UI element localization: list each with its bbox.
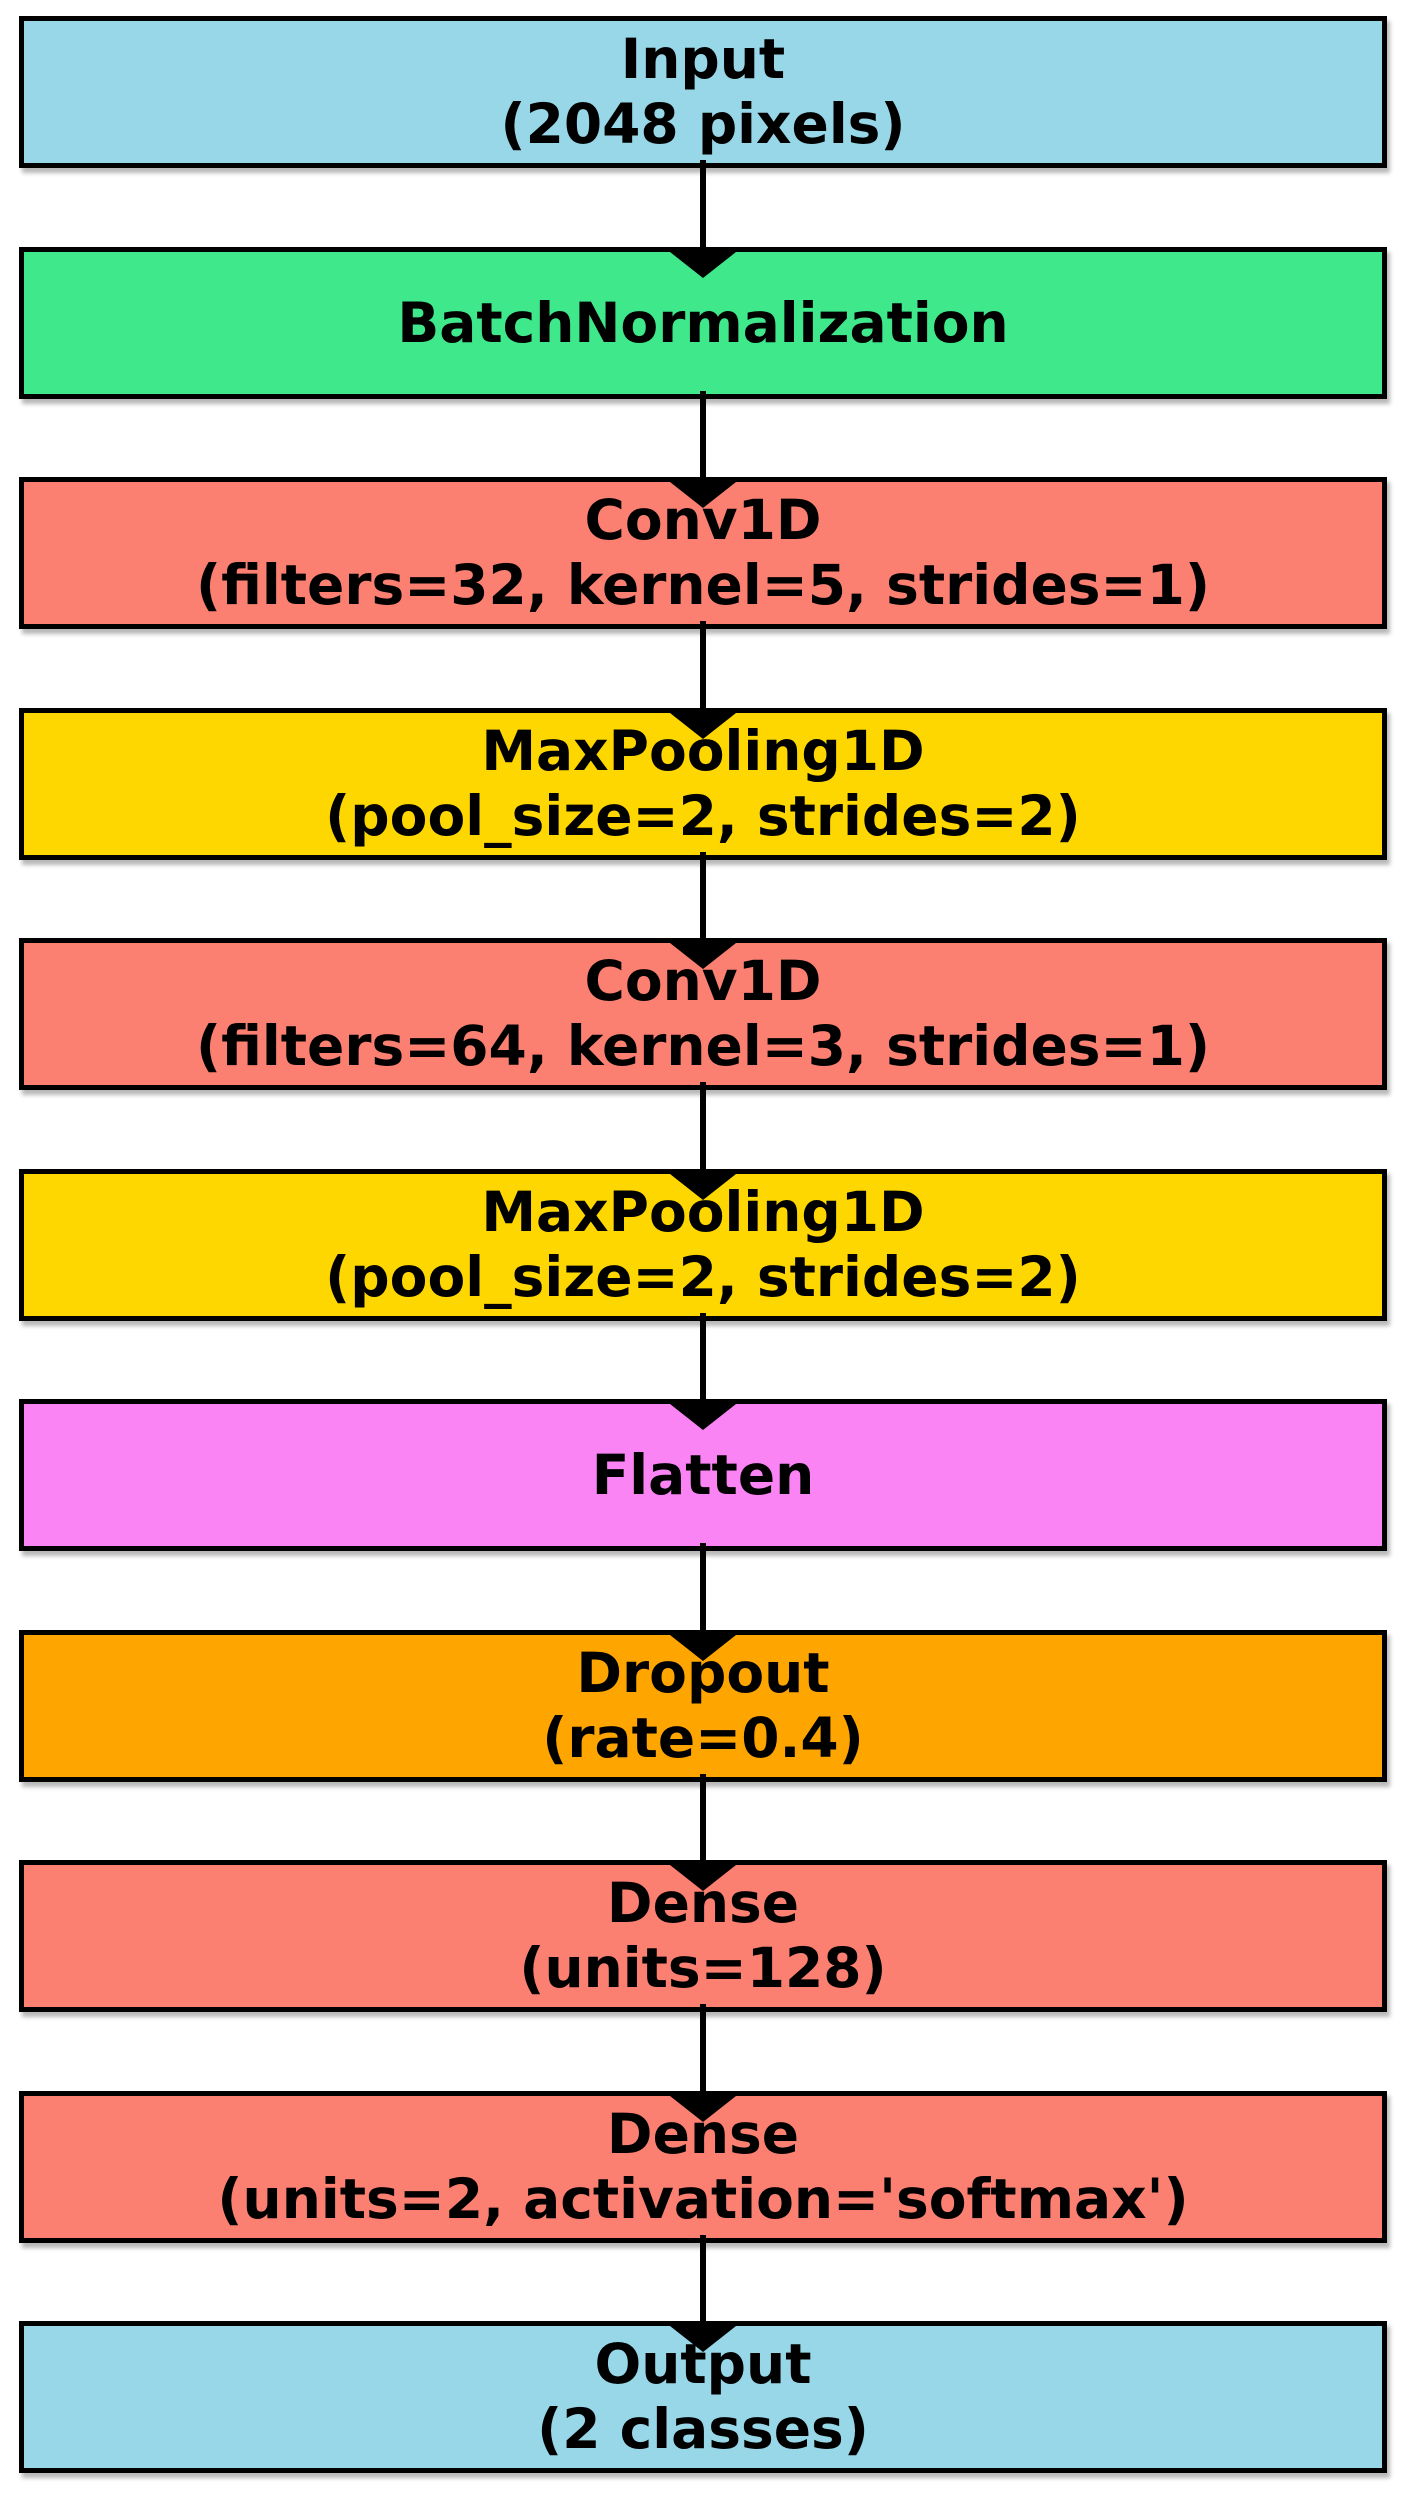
- layer-label: (2 classes): [537, 2397, 869, 2461]
- flow-arrow-stem: [700, 160, 706, 255]
- layer-label: Input: [620, 27, 786, 92]
- flow-arrow-stem: [700, 391, 706, 485]
- layer-box-conv1d-2: Conv1D(filters=64, kernel=3, strides=1): [19, 938, 1387, 1090]
- layer-label: (rate=0.4): [542, 1706, 864, 1770]
- flow-arrowhead-icon: [670, 2096, 736, 2122]
- flow-arrow-stem: [700, 2235, 706, 2329]
- layer-label: (filters=64, kernel=3, strides=1): [195, 1014, 1210, 1078]
- layer-label: (pool_size=2, strides=2): [325, 784, 1081, 848]
- layer-label: Flatten: [591, 1442, 815, 1507]
- flow-arrow-stem: [700, 621, 706, 716]
- flow-arrow-stem: [700, 1082, 706, 1177]
- flow-arrowhead-icon: [670, 713, 736, 739]
- layer-label: (units=128): [519, 1936, 887, 2000]
- flow-arrowhead-icon: [670, 2326, 736, 2352]
- flow-arrowhead-icon: [670, 1635, 736, 1661]
- flow-arrow-stem: [700, 852, 706, 946]
- flow-arrowhead-icon: [670, 252, 736, 278]
- flow-arrow-stem: [700, 1543, 706, 1638]
- layer-label: BatchNormalization: [397, 290, 1009, 355]
- flow-arrowhead-icon: [670, 1404, 736, 1430]
- flow-arrow-stem: [700, 2004, 706, 2099]
- flow-arrowhead-icon: [670, 1174, 736, 1200]
- flow-arrowhead-icon: [670, 1865, 736, 1891]
- flow-arrowhead-icon: [670, 943, 736, 969]
- flow-arrow-stem: [700, 1774, 706, 1868]
- layer-label: (units=2, activation='softmax'): [217, 2167, 1189, 2231]
- layer-label: (filters=32, kernel=5, strides=1): [195, 553, 1210, 617]
- flow-arrow-stem: [700, 1313, 706, 1407]
- layer-label: (pool_size=2, strides=2): [325, 1245, 1081, 1309]
- flow-arrowhead-icon: [670, 482, 736, 508]
- layer-box-input: Input(2048 pixels): [19, 16, 1387, 168]
- layer-label: (2048 pixels): [500, 92, 906, 156]
